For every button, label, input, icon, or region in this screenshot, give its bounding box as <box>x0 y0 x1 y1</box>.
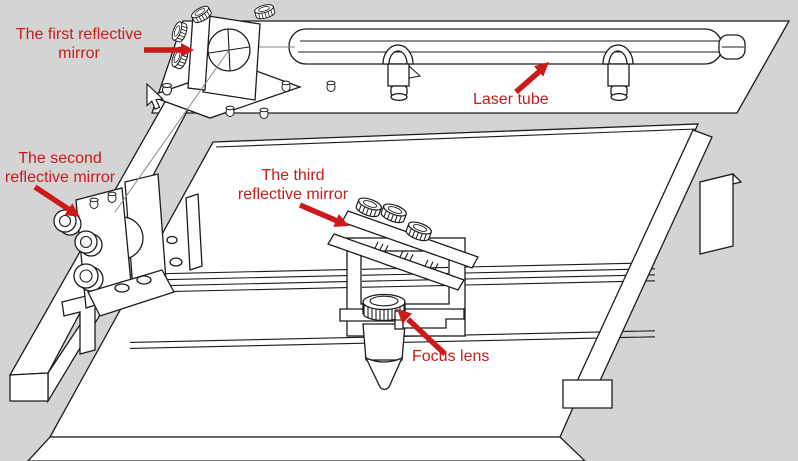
adjust-knob <box>74 230 98 254</box>
tube-clamp <box>602 44 634 65</box>
tube-clamp <box>382 44 414 65</box>
laser-tube-drawing <box>248 28 746 102</box>
right-rail <box>562 129 743 409</box>
label-line: Focus lens <box>412 348 490 365</box>
adjust-knob <box>253 2 277 22</box>
label-line: mirror <box>58 45 100 63</box>
label-line: The second <box>18 150 102 167</box>
nozzle-barrel <box>362 323 406 361</box>
laser-head <box>339 237 466 391</box>
annotation-arrows <box>33 43 549 357</box>
label-second-reflective-mirror: The second reflective mirror <box>0 149 120 187</box>
label-third-reflective-mirror: The third reflective mirror <box>234 166 352 204</box>
arrow-to-third-mirror <box>298 202 349 227</box>
label-line: The first reflective <box>15 26 143 43</box>
arrow-to-laser-tube <box>514 62 549 95</box>
arrow-to-second-mirror <box>33 184 80 217</box>
label-laser-tube: Laser tube <box>473 90 573 109</box>
nozzle-cone <box>364 356 404 391</box>
beam-path-line <box>114 49 230 213</box>
adjust-knob <box>73 263 99 289</box>
label-line: reflective mirror <box>237 186 349 204</box>
label-line: Laser tube <box>473 91 549 108</box>
label-line: The third <box>261 167 325 184</box>
label-focus-lens: Focus lens <box>412 347 522 366</box>
label-first-reflective-mirror: The first reflective mirror <box>6 25 152 63</box>
arrow-to-first-mirror <box>144 43 194 57</box>
second-mirror-assembly <box>53 173 203 317</box>
mouse-cursor-icon <box>146 82 165 110</box>
arrow-to-focus-lens <box>397 309 447 357</box>
label-line: reflective mirror <box>4 169 116 187</box>
third-mirror-assembly <box>327 194 479 291</box>
